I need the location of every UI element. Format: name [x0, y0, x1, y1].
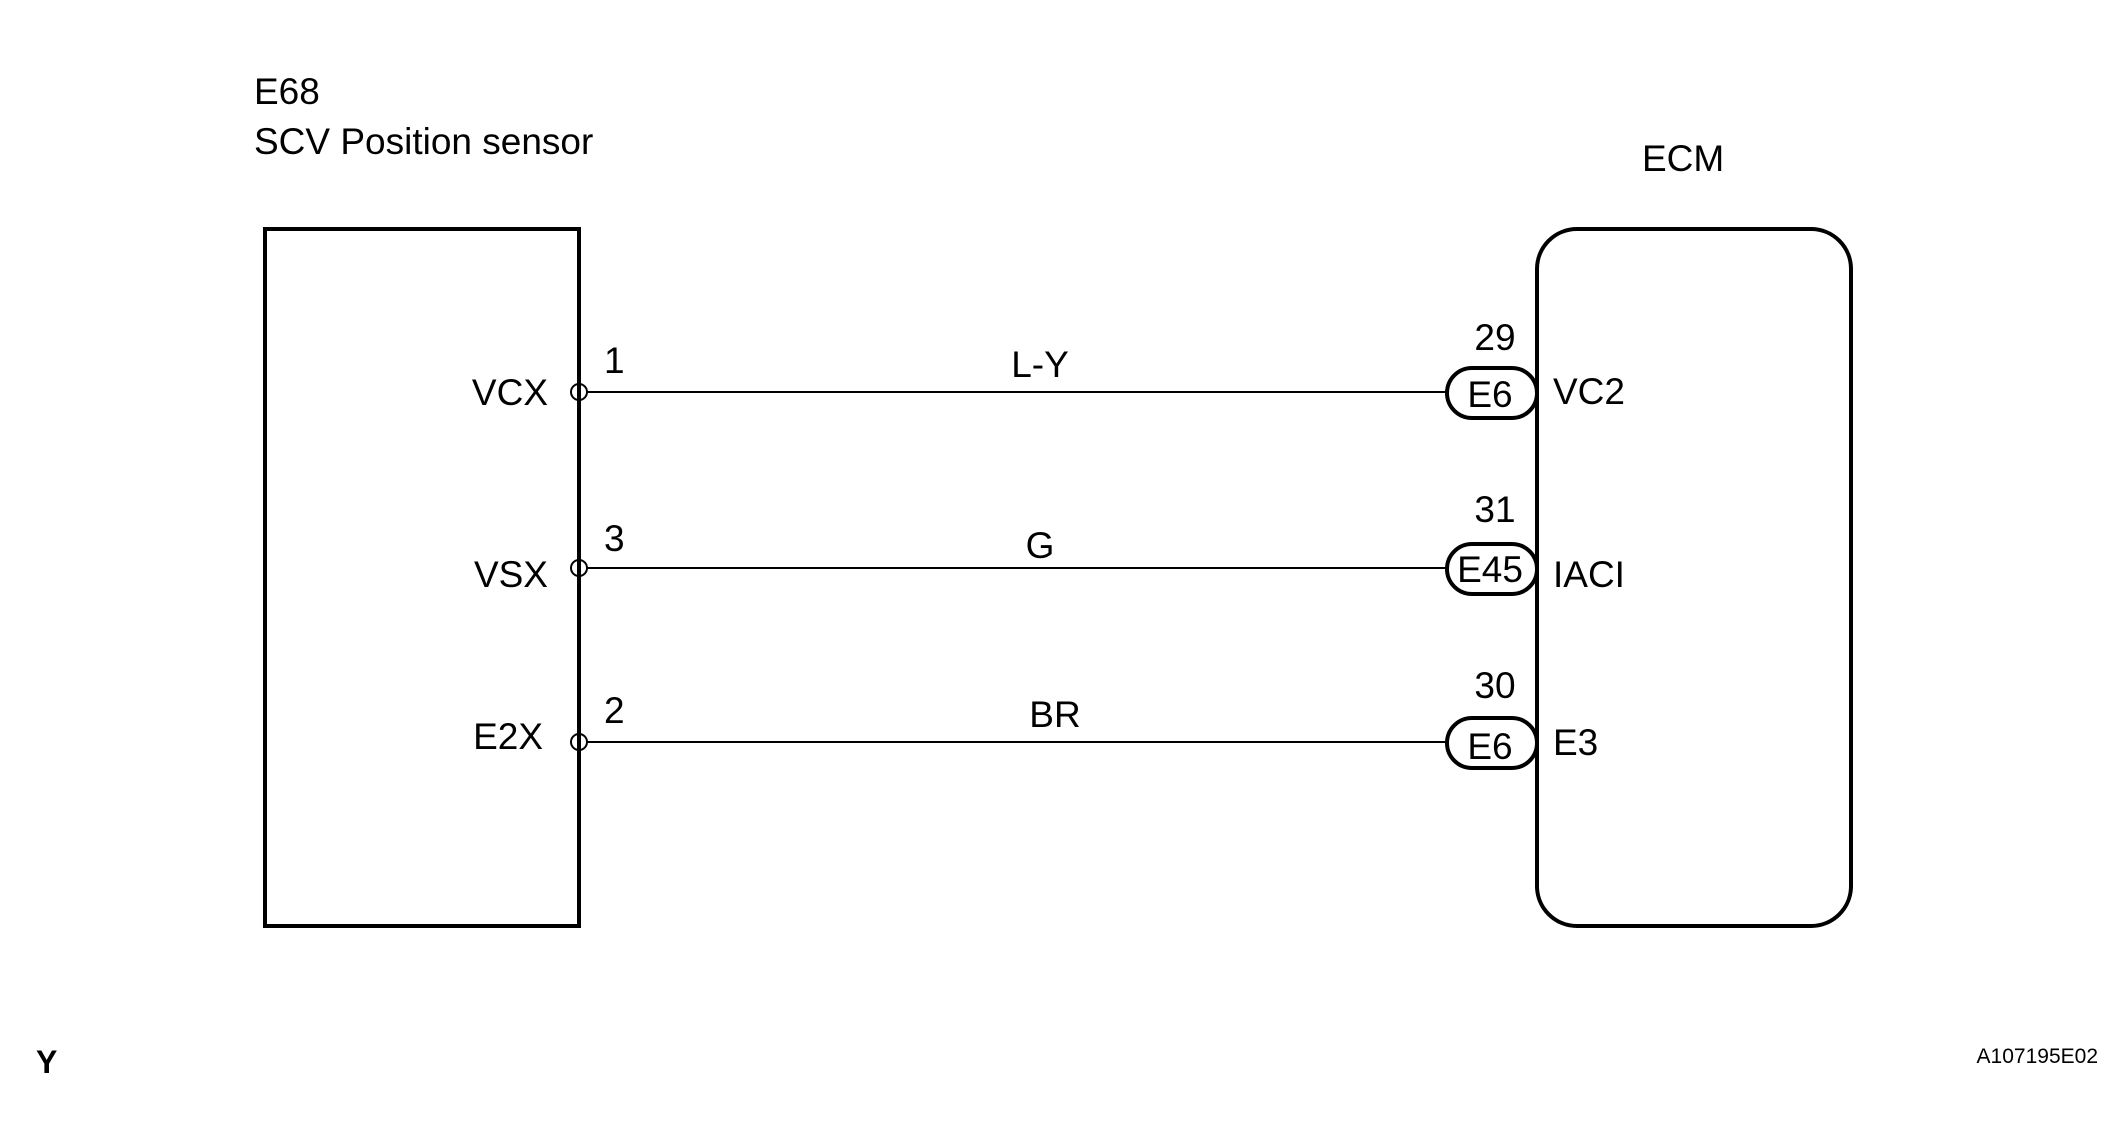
connector-code: E6 — [1467, 374, 1512, 415]
connector-code: E6 — [1467, 726, 1512, 767]
wire-color-label: G — [1026, 525, 1055, 566]
wire-row: E2X 2 BR 30 E6 E3 — [473, 665, 1598, 770]
sensor-terminal-label: E2X — [473, 716, 543, 757]
sensor-terminal-label: VSX — [474, 554, 548, 595]
ecm-label: ECM — [1642, 138, 1724, 179]
wire-color-label: L-Y — [1011, 344, 1069, 385]
connector-oval — [1445, 366, 1539, 420]
sensor-pin-number: 1 — [604, 340, 625, 381]
corner-mark: Y — [36, 1044, 57, 1080]
ecm-terminal-label: E3 — [1553, 722, 1598, 763]
wire-row: VSX 3 G 31 E45 IACI — [474, 489, 1625, 596]
wire-row: VCX 1 L-Y 29 E6 VC2 — [472, 317, 1625, 420]
ecm-terminal-label: IACI — [1553, 554, 1625, 595]
sensor-terminal-pin — [570, 559, 588, 577]
connector-code: E45 — [1457, 549, 1523, 590]
sensor-code: E68 — [254, 71, 320, 112]
figure-id: A107195E02 — [1977, 1045, 2098, 1068]
connector-oval — [1445, 542, 1539, 596]
sensor-box — [263, 227, 581, 928]
ecm-pin-number: 31 — [1474, 489, 1515, 530]
connector-oval — [1445, 716, 1539, 770]
wire-color-label: BR — [1029, 694, 1080, 735]
sensor-pin-number: 3 — [604, 518, 625, 559]
ecm-terminal-label: VC2 — [1553, 371, 1625, 412]
sensor-name: SCV Position sensor — [254, 121, 593, 162]
ecm-pin-number: 29 — [1474, 317, 1515, 358]
sensor-pin-number: 2 — [604, 690, 625, 731]
sensor-terminal-pin — [570, 733, 588, 751]
ecm-pin-number: 30 — [1474, 665, 1515, 706]
sensor-terminal-label: VCX — [472, 372, 548, 413]
sensor-terminal-pin — [570, 383, 588, 401]
